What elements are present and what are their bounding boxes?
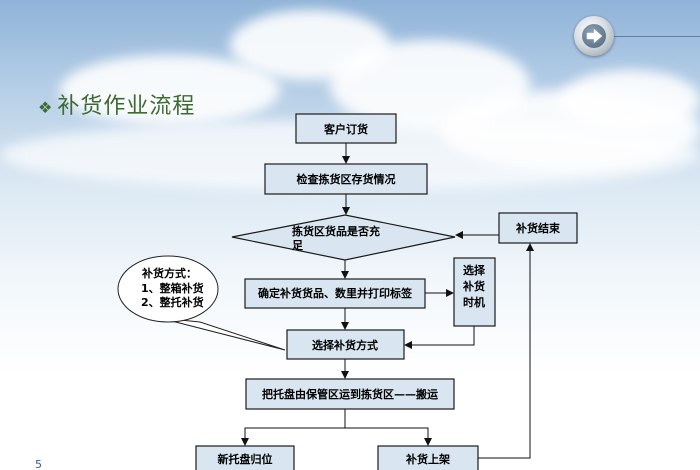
decision-label-line-2: 足 [292, 239, 304, 252]
node-new-pallet-label: 新托盘归位 [218, 452, 273, 466]
slide-title: ❖补货作业流程 [38, 88, 195, 120]
node-customer-order: 客户订货 [295, 113, 397, 144]
select-time-line-1: 选择 [463, 263, 486, 277]
cloud-decoration [560, 70, 700, 130]
node-move-pallet-label: 把托盘由保管区运到拣货区——搬运 [262, 387, 438, 401]
callout-item-1: 1、整箱补货 [141, 281, 204, 295]
node-restock-shelf: 补货上架 [377, 445, 479, 470]
slide-page-number: 5 [35, 458, 42, 470]
callout-title: 补货方式： [141, 266, 197, 280]
cloud-decoration [60, 55, 280, 125]
edge-move-to-new-pallet [241, 409, 346, 446]
arrow-right-icon [586, 28, 603, 44]
node-check-inventory: 检查拣货区存货情况 [264, 163, 428, 195]
header-rule [612, 36, 700, 37]
node-restock-shelf-label: 补货上架 [405, 452, 450, 466]
callout-bubble: 补货方式： 1、整箱补货 2、整托补货 [117, 255, 286, 351]
node-customer-order-label: 客户订货 [323, 122, 368, 136]
edge-restock-to-end [478, 243, 534, 459]
decision-label-line-1: 拣货区货品是否充 [292, 224, 380, 238]
node-confirm-goods: 确定补货货品、数里并打印标签 [244, 278, 426, 309]
node-move-pallet: 把托盘由保管区运到拣货区——搬运 [245, 378, 455, 410]
node-new-pallet: 新托盘归位 [195, 445, 295, 470]
slide-title-text: 补货作业流程 [57, 94, 196, 119]
node-restock-end: 补货结束 [498, 212, 578, 244]
next-slide-button[interactable] [574, 16, 614, 56]
diamond-bullet-icon: ❖ [38, 98, 54, 117]
connectors [241, 143, 534, 459]
node-restock-end-label: 补货结束 [515, 221, 561, 235]
edge-move-to-restock [345, 427, 432, 446]
callout-item-2: 2、整托补货 [141, 295, 204, 309]
node-select-method-label: 选择补货方式 [312, 338, 378, 352]
select-time-line-2: 补货 [462, 279, 485, 293]
node-check-inventory-label: 检查拣货区存货情况 [297, 172, 396, 186]
node-confirm-goods-label: 确定补货货品、数里并打印标签 [258, 286, 413, 300]
edge-time-to-method [404, 326, 475, 349]
node-select-time: 选择 补货 时机 [453, 257, 496, 327]
node-select-method: 选择补货方式 [286, 329, 405, 360]
select-time-line-3: 时机 [463, 295, 485, 309]
node-decision-stock: 拣货区货品是否充 足 [231, 214, 456, 261]
